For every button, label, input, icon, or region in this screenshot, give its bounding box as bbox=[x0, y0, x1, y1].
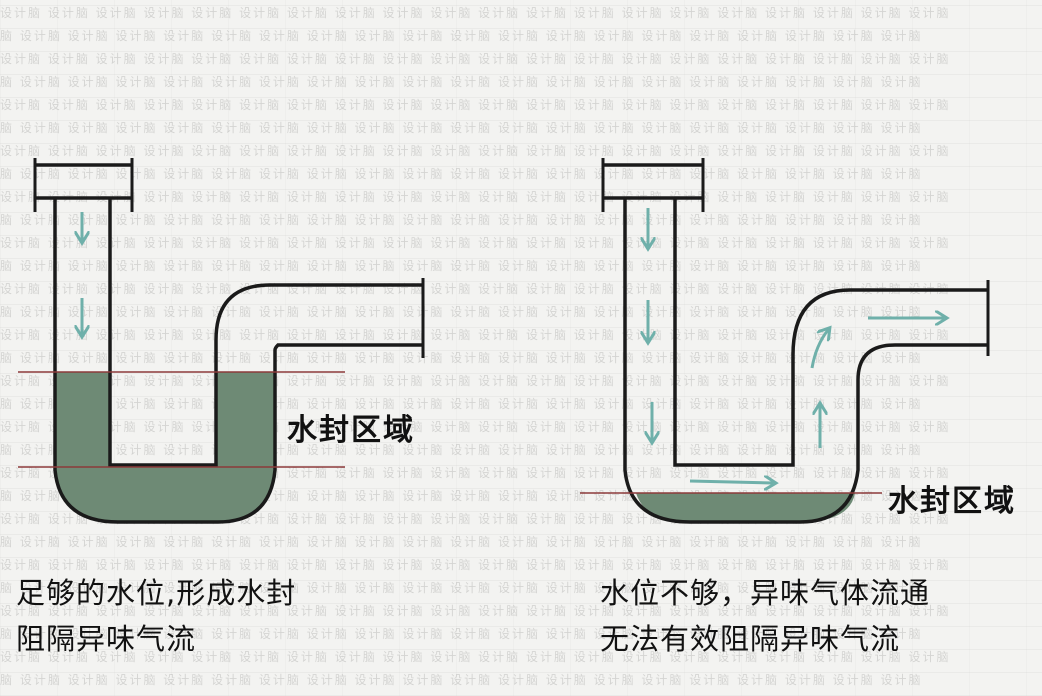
right-water bbox=[636, 493, 855, 522]
left-pipe-outline-outer bbox=[53, 198, 423, 524]
left-caption-line-2: 阻隔异味气流 bbox=[16, 622, 197, 656]
right-pipe-outline-outer bbox=[623, 198, 988, 524]
right-flow-arrow-bottom bbox=[689, 481, 773, 483]
right-flow-arrow-curve bbox=[810, 330, 828, 369]
left-caption: 足够的水位,形成水封 阻隔异味气流 bbox=[16, 570, 296, 662]
right-caption-line-1: 水位不够，异味气体流通 bbox=[600, 576, 931, 610]
left-seal-label: 水封区域 bbox=[287, 413, 415, 448]
right-pipe-outline-inner bbox=[673, 198, 988, 467]
left-caption-line-1: 足够的水位,形成水封 bbox=[16, 576, 297, 610]
left-pipe-outline-inner bbox=[108, 198, 423, 467]
left-water bbox=[55, 372, 275, 522]
right-caption-line-2: 无法有效阻隔异味气流 bbox=[600, 622, 901, 656]
left-trap bbox=[18, 158, 425, 524]
right-seal-label: 水封区域 bbox=[888, 484, 1016, 519]
right-trap bbox=[580, 158, 990, 524]
right-caption: 水位不够，异味气体流通 无法有效阻隔异味气流 bbox=[600, 570, 930, 662]
